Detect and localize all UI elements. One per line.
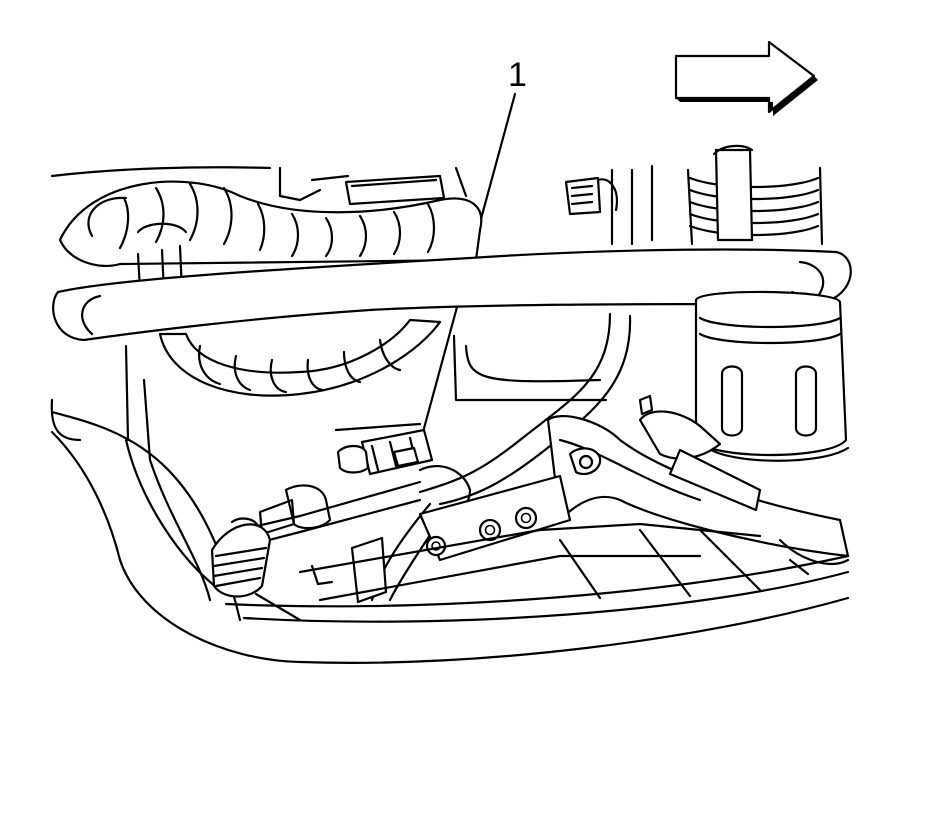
suspension-arm — [546, 394, 850, 558]
wiring-harness — [58, 180, 483, 397]
right-arrow-icon — [674, 40, 818, 116]
electrical-connector — [336, 428, 434, 476]
bellows-boot — [210, 517, 272, 598]
lower-rails — [298, 522, 850, 602]
underbody-outline — [50, 164, 850, 664]
callout-number: 1 — [508, 56, 527, 94]
connector-clip — [564, 176, 618, 216]
shock-absorber — [686, 144, 850, 462]
upper-bracket — [310, 174, 446, 206]
bolts — [418, 474, 572, 562]
